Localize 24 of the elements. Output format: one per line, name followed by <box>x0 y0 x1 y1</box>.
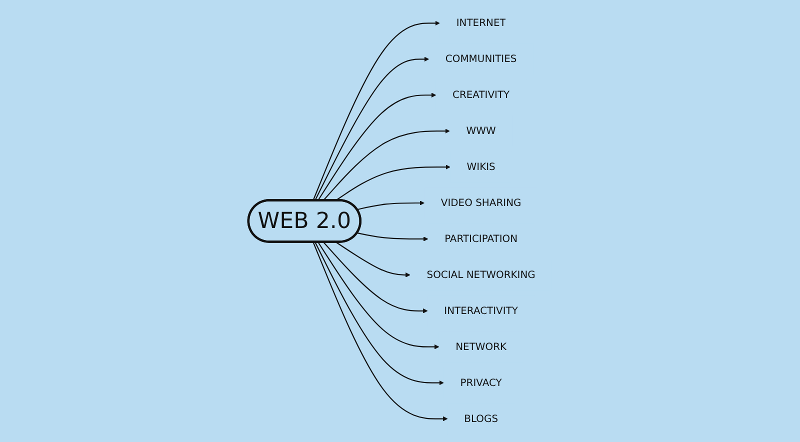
arrow <box>356 232 428 242</box>
node-text: PARTICIPATION <box>444 233 518 245</box>
arrow <box>335 164 450 201</box>
node-text: BLOGS <box>464 412 498 425</box>
arrow <box>312 242 448 422</box>
node-text: NETWORK <box>455 341 506 353</box>
arrow <box>314 242 444 386</box>
arrow <box>317 242 439 350</box>
arrow <box>322 242 428 314</box>
arrow <box>317 92 436 201</box>
arrow <box>312 20 440 201</box>
node-text: WIKIS <box>466 161 496 173</box>
node-text: COMMUNITIES <box>445 53 516 65</box>
node-text: VIDEO SHARING <box>440 197 522 209</box>
arrow <box>356 200 424 210</box>
node-text: CREATIVITY <box>452 89 510 101</box>
node-text: INTERACTIVITY <box>444 305 518 317</box>
arrow <box>314 56 429 201</box>
node-text: INTERNET <box>456 17 506 30</box>
node-text: WWW <box>466 125 496 137</box>
node-text: SOCIAL NETWORKING <box>426 269 536 281</box>
arrow <box>335 242 410 278</box>
node-text: PRIVACY <box>460 377 502 389</box>
arrow <box>322 128 450 201</box>
